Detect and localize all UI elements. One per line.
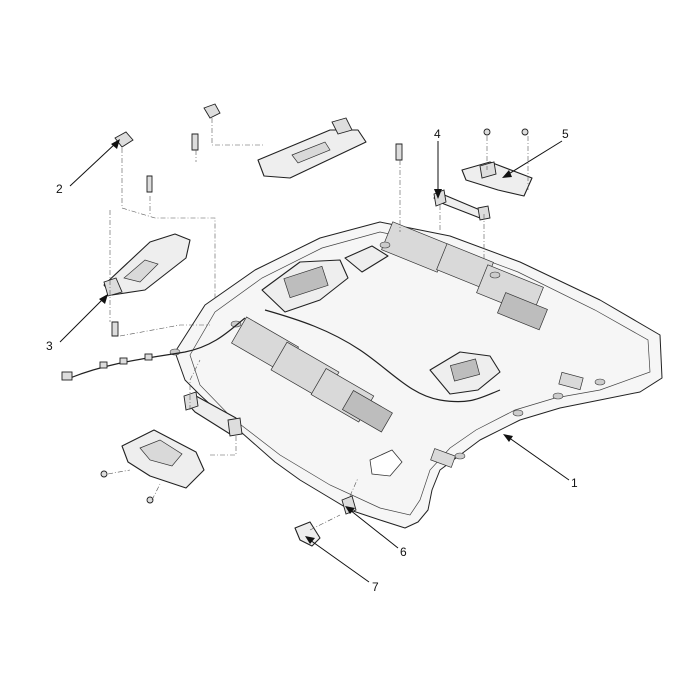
assist-handle-front [433,189,491,221]
bracket-rear [121,429,205,489]
coat-hook [294,521,321,547]
roof-wiring-harness [264,309,501,403]
headlining-panel [169,221,663,529]
callout-5: 5 [562,127,569,141]
visor-clip-top [203,103,221,119]
callout-3: 3 [46,339,53,353]
callout-2: 2 [56,182,63,196]
callout-4: 4 [434,127,441,141]
assist-handle-rear [183,391,243,437]
headlining-rear-mesh [231,316,393,433]
callout-6: 6 [400,545,407,559]
sun-visor-left [103,233,191,297]
headlining-front-mesh [381,221,548,331]
callout-1: 1 [571,476,578,490]
bracket-nuts [100,128,529,504]
visor-clip-left [114,131,134,148]
callout-7: 7 [372,580,379,594]
sun-visor-right [257,117,367,179]
bracket-front [461,161,533,197]
headlining-clip-holes [169,241,606,471]
callout-leaders [59,139,570,583]
assembly-guide-lines [107,118,529,531]
harness-connectors [61,353,153,381]
screws [111,133,403,337]
